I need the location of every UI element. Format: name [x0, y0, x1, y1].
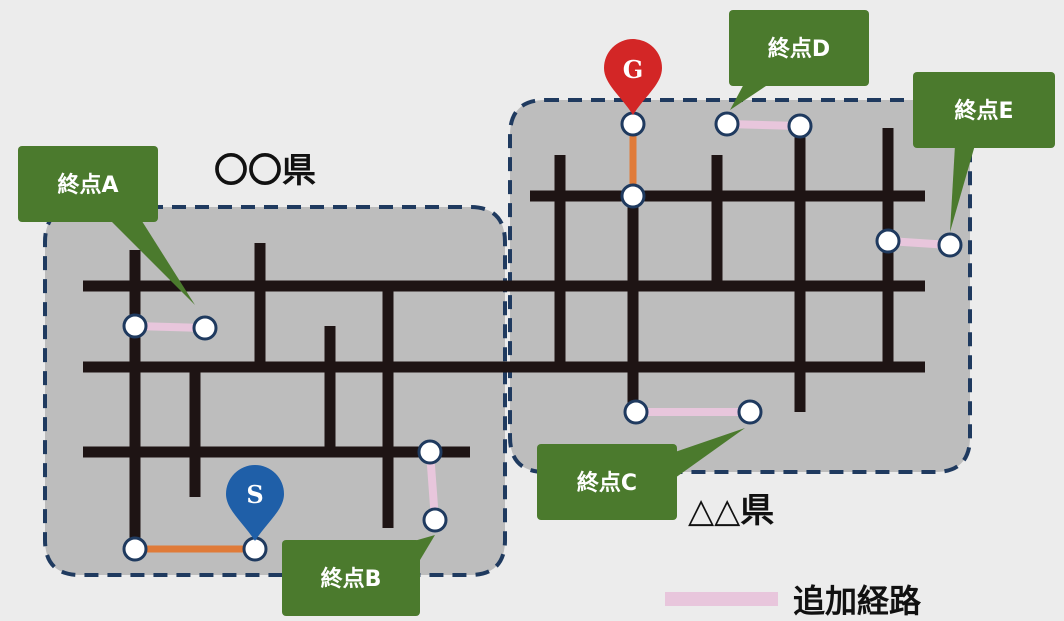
route-nodes — [122, 111, 963, 562]
node — [714, 111, 740, 137]
node — [242, 536, 268, 562]
node — [937, 232, 963, 258]
callout-box — [729, 10, 869, 86]
callout-label: 終点A — [57, 172, 118, 198]
start-pin-shape — [226, 465, 284, 541]
callout-box — [537, 444, 677, 520]
callout-endpoint-e: 終点E — [913, 72, 1055, 232]
legend: 追加経路 — [665, 582, 922, 620]
left-prefecture-label: 〇〇県 — [214, 151, 316, 191]
node — [192, 315, 218, 341]
road-network — [83, 125, 925, 548]
callout-label: 終点B — [321, 566, 382, 592]
callout-box — [913, 72, 1055, 148]
node — [122, 313, 148, 339]
right-prefecture-label: △△県 — [688, 491, 774, 531]
callout-endpoint-b: 終点B — [282, 535, 435, 616]
node — [875, 228, 901, 254]
node — [787, 113, 813, 139]
node — [620, 183, 646, 209]
goal-pin-shape — [604, 39, 662, 115]
callout-pointer — [108, 218, 195, 305]
callout-box — [282, 540, 420, 616]
callout-label: 終点C — [577, 470, 637, 496]
callout-pointer — [675, 428, 745, 478]
callout-label: 終点E — [954, 98, 1013, 124]
node — [122, 536, 148, 562]
node — [623, 399, 649, 425]
legend-label-added-route: 追加経路 — [793, 582, 922, 620]
callout-endpoint-c: 終点C — [537, 428, 745, 520]
node — [620, 111, 646, 137]
callout-box — [18, 146, 158, 222]
node — [422, 507, 448, 533]
prefecture-regions — [43, 98, 972, 577]
node — [737, 399, 763, 425]
callout-label: 終点D — [768, 36, 830, 62]
start-pin: S — [226, 465, 284, 541]
goal-pin: G — [604, 39, 662, 115]
callout-pointer — [950, 145, 975, 232]
callout-pointer — [730, 82, 772, 110]
start-pin-label: S — [246, 480, 263, 509]
node — [417, 439, 443, 465]
callout-endpoint-d: 終点D — [729, 10, 869, 110]
callout-endpoint-a: 終点A — [18, 146, 195, 305]
goal-pin-label: G — [623, 55, 644, 84]
